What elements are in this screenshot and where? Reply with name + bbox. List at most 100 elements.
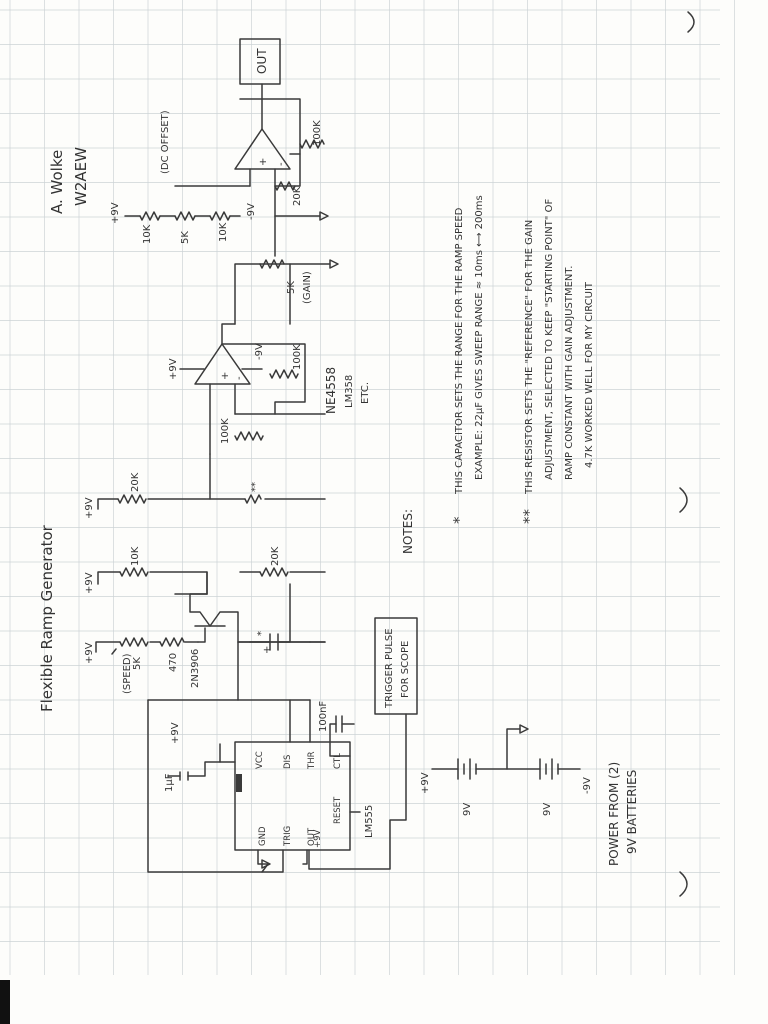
pin-reset: RESET (333, 796, 343, 824)
speed-9v-label: +9V (84, 642, 95, 664)
opamp1-9v: +9V (168, 358, 179, 380)
cap-plus-sign: + (262, 646, 273, 654)
gain-pot-label: (GAIN) (302, 271, 313, 304)
vcc-9v-label: +9V (170, 722, 181, 744)
r-470 (159, 637, 185, 647)
r20k-c-label: 20K (292, 186, 303, 206)
chip-notch (236, 774, 242, 792)
pin-ctl: CTL (333, 753, 343, 769)
graph-grid (0, 0, 735, 975)
battery-minus9-label: -9V (582, 777, 593, 794)
capacitor-1uf (167, 761, 221, 781)
r-star-star (244, 494, 262, 504)
pin-trig: TRIG (283, 826, 293, 847)
battery-wiring (431, 724, 581, 780)
chip-name: LM555 (364, 805, 375, 838)
r100k-c-label: 100K (312, 120, 323, 146)
note1-line2: EXAMPLE: 22µF GIVES SWEEP RANGE ≈ 10ms ⟷… (474, 195, 485, 480)
r20k-9v-label: +9V (84, 497, 95, 519)
opamp2-minus: - (276, 162, 287, 166)
gain-pot (259, 259, 285, 269)
r-20k-b (259, 567, 289, 577)
r-100k-c (299, 139, 325, 149)
trigger-line2: FOR SCOPE (400, 641, 411, 698)
opamp2-plus: + (258, 158, 269, 166)
cap-star-label: * (256, 631, 267, 636)
transistor-label: 2N3906 (190, 649, 201, 688)
speed-pot-value: 5K (132, 657, 143, 670)
opamp-1 (179, 323, 326, 455)
opamp1-plus: + (220, 372, 231, 380)
power-note-1: POWER FROM (2) (607, 762, 621, 866)
offset-9v: +9V (110, 202, 121, 224)
author-callsign: W2AEW (72, 147, 90, 206)
trigger-line1: TRIGGER PULSE (384, 628, 395, 709)
out-label: OUT (255, 48, 269, 74)
r100k-a-label: 100K (220, 418, 231, 444)
chip-wiring (147, 699, 407, 873)
notes-heading: NOTES: (401, 509, 415, 554)
offset-r1 (139, 211, 161, 221)
r20k-b-label: 20K (270, 546, 281, 566)
opamp1-minus: - (234, 376, 245, 380)
pin-vcc: VCC (255, 751, 265, 769)
r-100k-a (234, 431, 264, 441)
r10k-a-label: 10K (130, 546, 141, 566)
rotated-schematic: Flexible Ramp Generator A. Wolke W2AEW G… (38, 38, 639, 873)
note2-marker: ** (520, 509, 538, 525)
battery-a-label: 9V (462, 803, 473, 816)
r20k-a-label: 20K (130, 472, 141, 492)
r10k-9v-label: +9V (84, 572, 95, 594)
gain-stage-wiring (234, 211, 339, 325)
offset-neg9v: -9V (246, 203, 257, 220)
r-20k-a (117, 494, 147, 504)
r-10k-a (119, 567, 149, 577)
pin-reset-9v: +9V (313, 829, 323, 848)
r-star-star-label: ** (250, 482, 261, 492)
capacitor-star (269, 633, 326, 651)
opamp-part-1: NE4558 (324, 367, 338, 414)
offset-wiring (124, 185, 251, 217)
note2-line2: ADJUSTMENT, SELECTED TO KEEP "STARTING P… (544, 199, 555, 480)
speed-pot-wiper (111, 648, 117, 655)
power-note-2: 9V BATTERIES (625, 770, 639, 854)
trigger-pulse-box (374, 617, 418, 715)
title: Flexible Ramp Generator (38, 524, 56, 712)
note2-line1: THIS RESISTOR SETS THE "REFERENCE" FOR T… (524, 220, 535, 495)
gain-pot-value: 5K (286, 281, 297, 294)
lm555-chip (234, 741, 351, 851)
offset-pot-label: 5K (180, 231, 191, 244)
r100k-b-label: 100K (292, 344, 303, 370)
scan-edge (0, 980, 10, 1024)
r-20k-c (274, 181, 296, 191)
opamp-part-3: ETC. (360, 382, 371, 404)
r-100k-b (269, 369, 299, 379)
pin-dis: DIS (283, 755, 293, 769)
speed-pot (119, 637, 149, 647)
r470-label: 470 (168, 653, 179, 672)
cap-1uf-label: 1µF (164, 773, 175, 792)
pin-out: OUT (307, 827, 317, 846)
note1-line1: THIS CAPACITOR SETS THE RANGE FOR THE RA… (454, 207, 465, 495)
offset-pot (174, 211, 196, 221)
pin-thr: THR (307, 751, 317, 770)
speed-label: (SPEED) (122, 653, 133, 694)
author-name: A. Wolke (48, 150, 66, 214)
opamp1-neg9v: -9V (254, 343, 265, 360)
pin-gnd: GND (258, 826, 268, 846)
opamp-part-2: LM358 (344, 375, 355, 408)
offset-r2 (209, 211, 231, 221)
binder-holes (679, 11, 695, 897)
offset-r1-label: 10K (142, 224, 153, 244)
cap-100nf-label: 100nF (318, 701, 329, 732)
dc-offset-label: (DC OFFSET) (160, 110, 171, 174)
note2-line4: 4.7K WORKED WELL FOR MY CIRCUIT (584, 281, 595, 468)
battery-b-label: 9V (542, 803, 553, 816)
capacitor-100nf (335, 715, 355, 733)
out-box (239, 38, 281, 85)
battery-plus9-label: +9V (420, 772, 431, 794)
note1-marker: * (450, 516, 468, 524)
offset-r2-label: 10K (218, 222, 229, 242)
